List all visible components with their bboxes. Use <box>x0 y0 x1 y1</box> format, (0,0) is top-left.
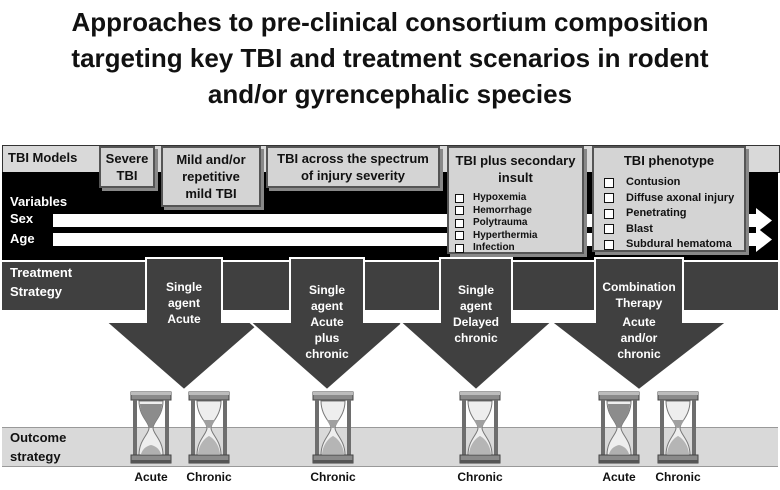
arrow-2-text: Single agent Acute plus chronic <box>305 283 349 361</box>
checkbox-icon <box>604 193 614 204</box>
title-line-2: targeting key TBI and treatment scenario… <box>71 43 709 73</box>
hourglass-acute-2 <box>598 391 640 464</box>
treatment-label-line1: Treatment <box>10 265 73 280</box>
arrow-3-text: Single agent Delayed chronic <box>452 283 500 345</box>
checkbox-icon <box>455 193 464 203</box>
arrow-single-agent-acute <box>103 257 265 392</box>
mild-line3: mild TBI <box>185 186 237 201</box>
hourglass-acute-1 <box>130 391 172 464</box>
list-item: Infection <box>455 242 582 255</box>
variables-label: Variables <box>10 194 68 209</box>
secondary-title-line2: insult <box>498 170 533 185</box>
list-item: Hypoxemia <box>455 192 582 205</box>
hourglass-chronic-3 <box>459 391 501 464</box>
checkbox-icon <box>455 218 464 228</box>
list-item: Polytrauma <box>455 217 582 230</box>
outcome-label-chronic-1: Chronic <box>186 470 232 484</box>
outcome-label-chronic-4: Chronic <box>655 470 701 484</box>
severe-line2: TBI <box>116 168 138 183</box>
spectrum-line1: TBI across the spectrum <box>277 151 429 166</box>
checkbox-icon <box>604 224 614 235</box>
arrow-4-text: Combination Therapy Acute and/or chronic <box>602 280 676 361</box>
outcome-label-acute-2: Acute <box>602 470 636 484</box>
severe-tbi-box: Severe TBI <box>99 146 155 188</box>
secondary-insult-list: Hypoxemia Hemorrhage Polytrauma Hyperthe… <box>449 192 582 255</box>
sex-label: Sex <box>10 211 34 226</box>
diagram-title: Approaches to pre-clinical consortium co… <box>0 4 780 112</box>
hourglass-chronic-4 <box>657 391 699 464</box>
spectrum-line2: of injury severity <box>300 168 406 183</box>
phenotype-title: TBI phenotype <box>623 153 715 168</box>
mild-tbi-box: Mild and/or repetitive mild TBI <box>161 146 261 207</box>
hourglass-chronic-2 <box>312 391 354 464</box>
arrow-1-text: Single agent Acute <box>165 280 202 326</box>
arrow-combination-therapy <box>548 257 730 392</box>
list-item: Contusion <box>604 175 744 191</box>
outcome-label-line2: strategy <box>10 449 61 464</box>
severe-line1: Severe <box>105 151 149 166</box>
checkbox-icon <box>604 239 614 250</box>
title-line-3: and/or gyrencephalic species <box>207 79 573 109</box>
checkbox-icon <box>455 231 464 241</box>
list-item: Subdural hematoma <box>604 237 744 253</box>
mild-line2: repetitive <box>182 169 240 184</box>
list-item: Blast <box>604 222 744 238</box>
outcome-label-acute-1: Acute <box>134 470 168 484</box>
title-line-1: Approaches to pre-clinical consortium co… <box>71 7 709 37</box>
checkbox-icon <box>455 206 464 216</box>
checkbox-icon <box>455 243 464 253</box>
secondary-title-line1: TBI plus secondary <box>455 153 576 168</box>
list-item: Hemorrhage <box>455 205 582 218</box>
mild-line1: Mild and/or <box>176 152 246 167</box>
checkbox-icon <box>604 208 614 219</box>
outcome-label-chronic-2: Chronic <box>310 470 356 484</box>
outcome-label-line1: Outcome <box>10 430 67 445</box>
checkbox-icon <box>604 177 614 188</box>
phenotype-list: Contusion Diffuse axonal injury Penetrat… <box>594 175 744 253</box>
treatment-label-line2: Strategy <box>10 284 63 299</box>
list-item: Penetrating <box>604 206 744 222</box>
arrow-single-agent-delayed-chronic <box>397 257 555 392</box>
hourglass-chronic-1 <box>188 391 230 464</box>
age-label: Age <box>10 231 35 246</box>
tbi-models-label: TBI Models <box>8 150 78 165</box>
spectrum-tbi-box: TBI across the spectrum of injury severi… <box>266 146 440 188</box>
list-item: Hyperthermia <box>455 230 582 243</box>
list-item: Diffuse axonal injury <box>604 191 744 207</box>
secondary-insult-box: TBI plus secondary insult Hypoxemia Hemo… <box>447 146 584 254</box>
outcome-label-chronic-3: Chronic <box>457 470 503 484</box>
arrow-single-agent-acute-plus-chronic <box>247 257 407 392</box>
tbi-phenotype-box: TBI phenotype Contusion Diffuse axonal i… <box>592 146 746 252</box>
